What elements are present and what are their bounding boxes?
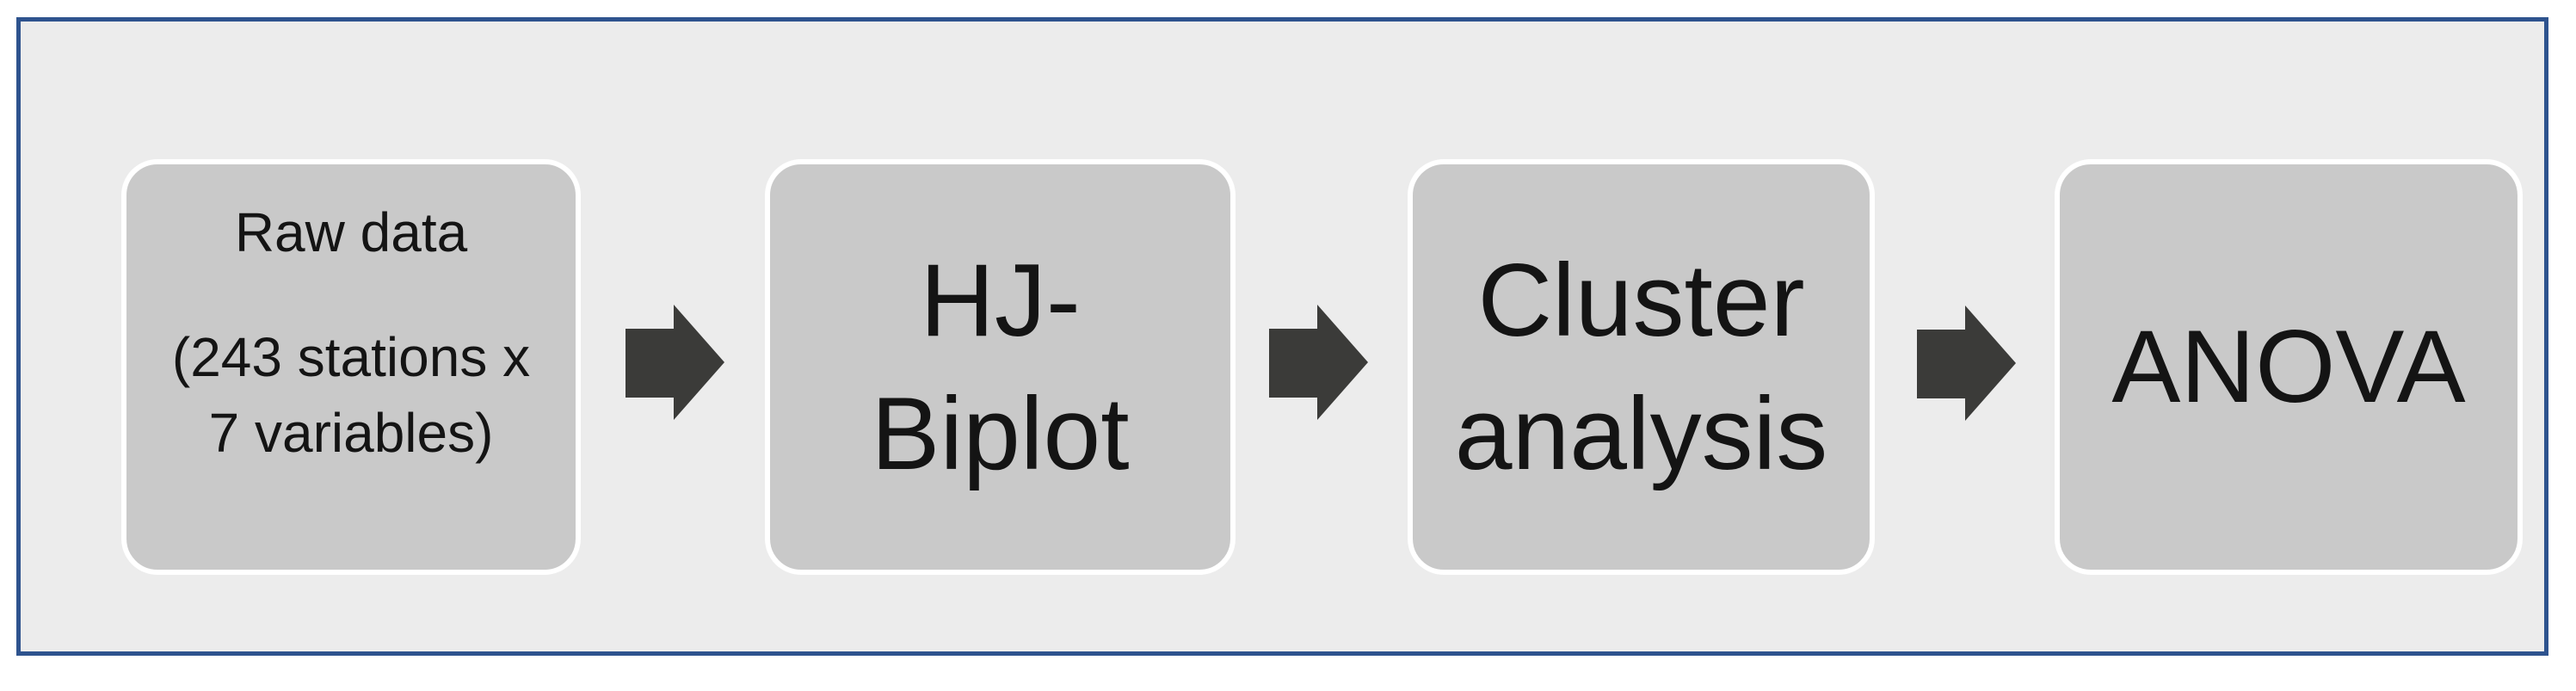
diagram-frame: Raw data (243 stations x 7 variables) HJ… xyxy=(16,17,2548,656)
step-label-line: (243 stations x xyxy=(171,326,531,388)
step-box-hj-biplot: HJ- Biplot xyxy=(765,159,1236,575)
step-label-line: Biplot xyxy=(871,375,1130,491)
step-label-line: Raw data xyxy=(234,201,468,263)
step-label-line: HJ- xyxy=(920,242,1081,358)
arrow-right-icon xyxy=(626,305,724,420)
arrow-right-icon xyxy=(1269,305,1368,420)
arrow-right-icon xyxy=(1917,305,2016,421)
step-box-anova: ANOVA xyxy=(2055,159,2523,575)
step-label-line: 7 variables) xyxy=(208,402,494,464)
step-label-line: ANOVA xyxy=(2111,309,2466,424)
step-box-cluster-analysis: Cluster analysis xyxy=(1408,159,1875,575)
step-label-line: analysis xyxy=(1454,375,1828,491)
step-label-line: Cluster xyxy=(1477,242,1805,358)
step-box-raw-data: Raw data (243 stations x 7 variables) xyxy=(121,159,581,575)
